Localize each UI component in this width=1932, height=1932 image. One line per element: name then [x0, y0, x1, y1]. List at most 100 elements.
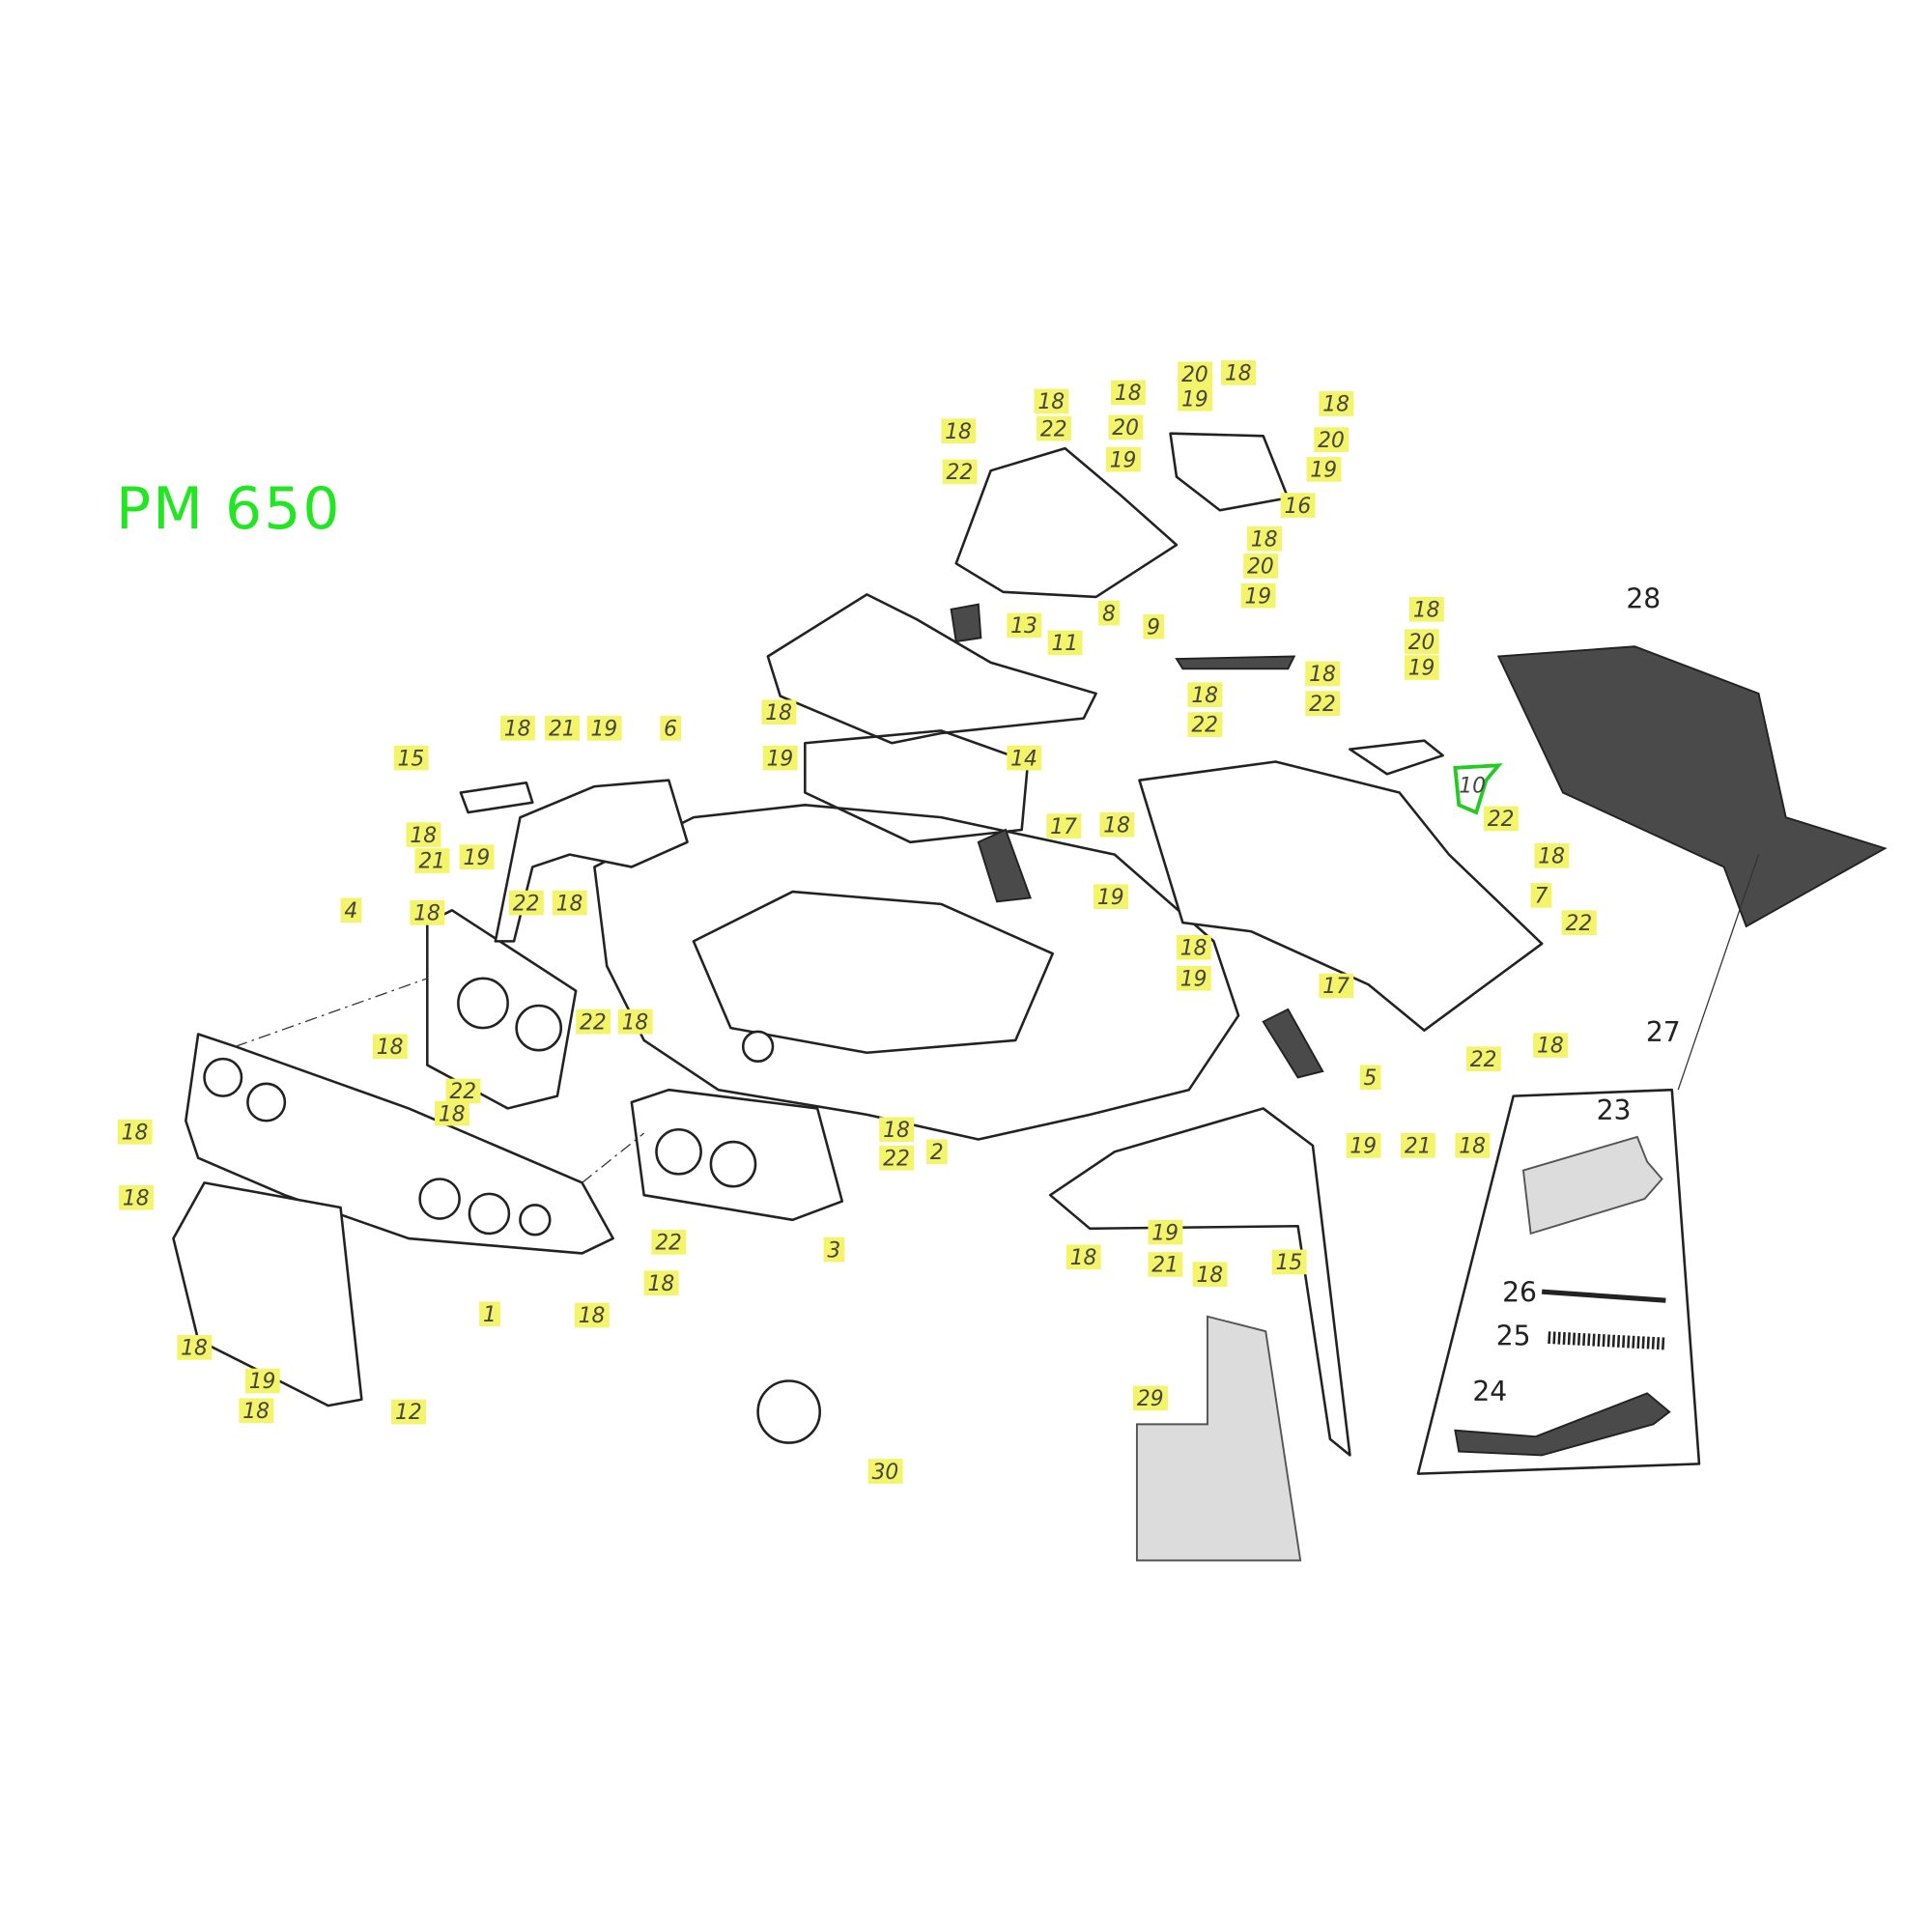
callout-22[interactable]: 22: [879, 1145, 915, 1172]
callout-16[interactable]: 16: [1280, 493, 1316, 519]
callout-18[interactable]: 18: [1192, 1262, 1228, 1288]
callout-21[interactable]: 21: [545, 716, 580, 742]
callout-19[interactable]: 19: [459, 844, 495, 870]
callout-5[interactable]: 5: [1359, 1065, 1381, 1092]
callout-19[interactable]: 19: [1346, 1133, 1381, 1159]
callout-18[interactable]: 18: [119, 1184, 154, 1211]
callout-18[interactable]: 18: [941, 418, 977, 444]
part-17-grille[interactable]: [977, 828, 1032, 903]
callout-15[interactable]: 15: [1271, 1249, 1307, 1276]
part-28-panel[interactable]: [1496, 645, 1888, 928]
part-10-cover[interactable]: [1349, 739, 1444, 776]
callout-18[interactable]: 18: [1187, 682, 1223, 708]
callout-18[interactable]: 18: [1247, 526, 1282, 553]
callout-18[interactable]: 18: [574, 1302, 610, 1329]
part-17-grille-rear[interactable]: [1262, 1008, 1324, 1079]
callout-22[interactable]: 22: [1483, 806, 1519, 833]
part-1-bumper[interactable]: [185, 1033, 614, 1255]
callout-18[interactable]: 18: [761, 699, 797, 725]
callout-22[interactable]: 22: [1037, 415, 1071, 442]
callout-12[interactable]: 12: [391, 1399, 427, 1426]
callout-20[interactable]: 20: [1314, 427, 1350, 453]
part-29-panel[interactable]: [1135, 1315, 1302, 1562]
part-23-plate[interactable]: [1521, 1135, 1663, 1236]
callout-18[interactable]: 18: [435, 1100, 469, 1127]
callout-18[interactable]: 18: [643, 1270, 679, 1296]
part-11-rack[interactable]: [766, 593, 1097, 745]
callout-18[interactable]: 18: [552, 890, 587, 917]
callout-14[interactable]: 14: [1007, 745, 1042, 772]
callout-22[interactable]: 22: [1561, 910, 1597, 936]
callout-22[interactable]: 22: [576, 1009, 611, 1036]
callout-18[interactable]: 18: [1455, 1133, 1491, 1159]
part-26-rivet[interactable]: [1541, 1289, 1666, 1303]
part-8-cover[interactable]: [954, 446, 1179, 599]
callout-8[interactable]: 8: [1098, 600, 1120, 627]
callout-18[interactable]: 18: [406, 822, 441, 848]
callout-29[interactable]: 29: [1133, 1385, 1168, 1412]
callout-19[interactable]: 19: [1240, 582, 1276, 610]
callout-1[interactable]: 1: [479, 1301, 500, 1327]
callout-18[interactable]: 18: [1221, 360, 1256, 386]
callout-19[interactable]: 19: [244, 1368, 280, 1395]
callout-22[interactable]: 22: [1465, 1046, 1501, 1072]
part-9-strip[interactable]: [1175, 655, 1296, 670]
callout-18[interactable]: 18: [879, 1117, 915, 1143]
callout-18[interactable]: 18: [1533, 1033, 1569, 1059]
callout-22[interactable]: 22: [942, 459, 978, 486]
callout-11[interactable]: 11: [1047, 630, 1083, 657]
callout-22[interactable]: 22: [651, 1230, 687, 1256]
callout-18[interactable]: 18: [177, 1335, 213, 1361]
callout-18[interactable]: 18: [499, 716, 535, 742]
callout-18[interactable]: 18: [1111, 380, 1146, 407]
callout-22[interactable]: 22: [1187, 712, 1223, 738]
callout-18[interactable]: 18: [1319, 391, 1354, 417]
callout-18[interactable]: 18: [1534, 843, 1570, 869]
callout-17[interactable]: 17: [1319, 973, 1354, 1000]
callout-28[interactable]: 28: [1626, 582, 1661, 614]
callout-18[interactable]: 18: [1408, 596, 1444, 623]
callout-2[interactable]: 2: [925, 1139, 948, 1165]
part-25-spring[interactable]: [1548, 1331, 1666, 1350]
callout-18[interactable]: 18: [1065, 1244, 1101, 1270]
part-7-rear-fender[interactable]: [1138, 760, 1544, 1032]
part-15-reflector[interactable]: [459, 781, 534, 814]
callout-22[interactable]: 22: [508, 890, 544, 917]
callout-21[interactable]: 21: [1401, 1133, 1435, 1159]
callout-7[interactable]: 7: [1530, 883, 1552, 909]
callout-18[interactable]: 18: [410, 900, 445, 926]
callout-10[interactable]: 10: [1459, 775, 1486, 799]
callout-19[interactable]: 19: [1306, 457, 1342, 483]
callout-22[interactable]: 22: [445, 1078, 481, 1105]
callout-20[interactable]: 20: [1404, 629, 1439, 655]
callout-17[interactable]: 17: [1046, 813, 1082, 839]
callout-25[interactable]: 25: [1496, 1320, 1531, 1351]
callout-21[interactable]: 21: [1148, 1252, 1183, 1278]
part-30-disc[interactable]: [756, 1379, 822, 1444]
callout-18[interactable]: 18: [117, 1119, 153, 1146]
callout-27[interactable]: 27: [1646, 1016, 1681, 1048]
callout-13[interactable]: 13: [1007, 612, 1042, 639]
callout-20[interactable]: 20: [1108, 414, 1144, 440]
callout-20[interactable]: 20: [1243, 554, 1279, 580]
callout-20[interactable]: 20: [1178, 361, 1213, 387]
callout-18[interactable]: 18: [1305, 661, 1341, 688]
callout-26[interactable]: 26: [1502, 1276, 1537, 1308]
callout-19[interactable]: 19: [762, 745, 798, 772]
callout-24[interactable]: 24: [1472, 1376, 1507, 1407]
callout-18[interactable]: 18: [372, 1034, 408, 1061]
part-14-seal[interactable]: [804, 729, 1030, 844]
part-24-bracket[interactable]: [1454, 1392, 1671, 1457]
part-10-selected[interactable]: [1453, 763, 1503, 815]
callout-19[interactable]: 19: [1176, 966, 1211, 992]
part-16-console[interactable]: [1169, 432, 1290, 512]
callout-19[interactable]: 19: [1148, 1219, 1183, 1246]
callout-19[interactable]: 19: [1404, 655, 1439, 681]
callout-18[interactable]: 18: [239, 1398, 274, 1424]
callout-15[interactable]: 15: [393, 745, 429, 772]
callout-19[interactable]: 19: [1094, 884, 1128, 910]
callout-23[interactable]: 23: [1597, 1094, 1632, 1126]
callout-21[interactable]: 21: [414, 848, 450, 874]
callout-9[interactable]: 9: [1143, 613, 1165, 640]
callout-4[interactable]: 4: [340, 897, 362, 923]
